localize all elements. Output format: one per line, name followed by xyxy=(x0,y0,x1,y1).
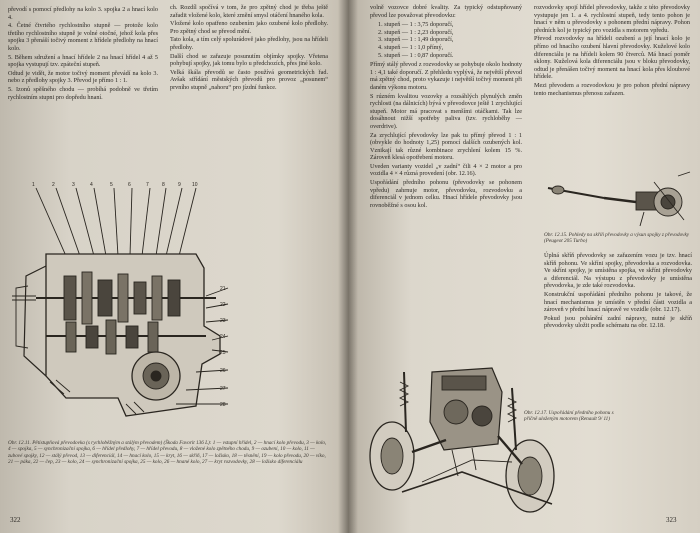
figure-label: 1 xyxy=(32,182,35,188)
left-column-a: převodí s pomocí předlohy na kolo 3. spo… xyxy=(8,6,158,102)
figure-label: 6 xyxy=(128,182,131,188)
left-column-b: ch. Rozdíl spočívá v tom, že pro zpětný … xyxy=(170,4,328,93)
figure-label: 3 xyxy=(72,182,75,188)
gearbox-cross-section-figure: 1 2 3 4 5 6 7 8 9 10 21 22 23 24 25 26 2… xyxy=(12,182,229,417)
figure-label: 22 xyxy=(220,302,226,308)
figure-label: 10 xyxy=(192,182,198,188)
figure-label: 7 xyxy=(146,182,149,188)
gear-ratio-item: 3. stupeň — 1 : 1,49 doporučí, xyxy=(378,36,454,44)
paragraph: 4. Četné čtvrtého rychlostního stupně — … xyxy=(8,22,158,52)
figure-label: 4 xyxy=(90,182,93,188)
figure-label: 5 xyxy=(110,182,113,188)
gear-ratio-list: 1. stupeň — 1 : 3,75 doporučí, 2. stupeň… xyxy=(378,21,522,59)
paragraph: Mezi převodem a rozvodovkou je pro pohon… xyxy=(534,81,690,97)
paragraph: Převod rozvodovky na hřídeli ozubení a j… xyxy=(534,35,690,81)
paragraph: rozvodovky spojí hřídel převodovky, takž… xyxy=(534,4,690,34)
paragraph: převodí s pomocí předlohy na kolo 3. spo… xyxy=(8,6,158,21)
figure-label: 25 xyxy=(220,350,226,356)
figure-label: 9 xyxy=(178,182,181,188)
paragraph: Za zrychlující převodovky lze pak tu pří… xyxy=(370,131,522,162)
paragraph: Uveden varianty vozidel „v zadní“ čili 4… xyxy=(370,162,522,178)
right-column-b-lower: Úplná skříň převodovky se zařazením vozu… xyxy=(544,252,692,331)
paragraph: volně vozovce dobré kvality. Za typický … xyxy=(370,4,522,19)
paragraph: Velká škála převodů se často používá geo… xyxy=(170,68,328,91)
figure-label: 27 xyxy=(220,386,226,392)
paragraph: Přímý stálý převod z rozvodovky se pohyb… xyxy=(370,61,522,91)
gear-ratio-item: 4. stupeň — 1 : 1,0 přímý, xyxy=(378,43,444,51)
paragraph: ch. Rozdíl spočívá v tom, že pro zpětný … xyxy=(170,4,328,19)
gear-ratio-item: 1. stupeň — 1 : 3,75 doporučí, xyxy=(378,21,454,29)
page-number: 322 xyxy=(10,516,21,524)
figure-label: 21 xyxy=(220,286,226,292)
figure-label: 8 xyxy=(162,182,165,188)
paragraph: 5. Během sdružení a hnací hřídele 2 na h… xyxy=(8,53,158,69)
paragraph: Uspořádání předního pohonu (převodovky s… xyxy=(370,179,522,209)
right-page: volně vozovce dobré kvality. Za typický … xyxy=(348,0,700,533)
left-page: převodí s pomocí předlohy na kolo 3. spo… xyxy=(0,0,348,533)
figure-label: 2 xyxy=(52,182,55,188)
right-column-a: volně vozovce dobré kvality. Za typický … xyxy=(370,4,522,210)
paragraph: 5. Izonů spěšného chodu — probíhá podobn… xyxy=(8,85,158,101)
right-column-b: rozvodovky spojí hřídel převodovky, takž… xyxy=(534,4,690,98)
figure-caption: Obr. 12.17. Uspořádání předního pohonu s… xyxy=(524,410,614,423)
page-number: 323 xyxy=(666,516,677,524)
front-drive-assembly-figure xyxy=(369,367,555,513)
paragraph: Další chod se zařazuje posunutím objímky… xyxy=(170,52,328,68)
figure-caption: Obr. 12.11. Pětistupňová převodovka (s r… xyxy=(8,440,327,466)
paragraph: Pokud jsou pohánění zadní nápravy, nutné… xyxy=(544,314,692,330)
figure-caption: Obr. 12.15. Pohledy na skříň převodovky … xyxy=(544,232,690,245)
paragraph: Tato kola, a tím celý spolurádově jako p… xyxy=(170,36,328,51)
paragraph: Konstrukční uspořádání předního pohonu j… xyxy=(544,290,692,314)
paragraph: S rúzném kvalitou vozovky a rozsáhlých p… xyxy=(370,92,522,130)
book-gutter xyxy=(338,0,358,533)
drive-shaft-figure xyxy=(547,171,691,227)
paragraph: Vložené kolo opatřeno ozubením jako ozub… xyxy=(170,20,328,35)
gear-ratio-item: 2. stupeň — 1 : 2,23 doporučí, xyxy=(378,28,454,36)
figure-label: 23 xyxy=(220,318,226,324)
paragraph: Úplná skříň převodovky se zařazením vozu… xyxy=(544,252,692,290)
figure-label: 28 xyxy=(220,402,226,408)
figure-label: 24 xyxy=(220,334,226,340)
gear-ratio-item: 5. stupeň — 1 : 0,87 doporučí. xyxy=(378,51,454,59)
figure-label: 26 xyxy=(220,368,226,374)
paragraph: Odtud je vidět, že motor točivý moment p… xyxy=(8,69,158,85)
